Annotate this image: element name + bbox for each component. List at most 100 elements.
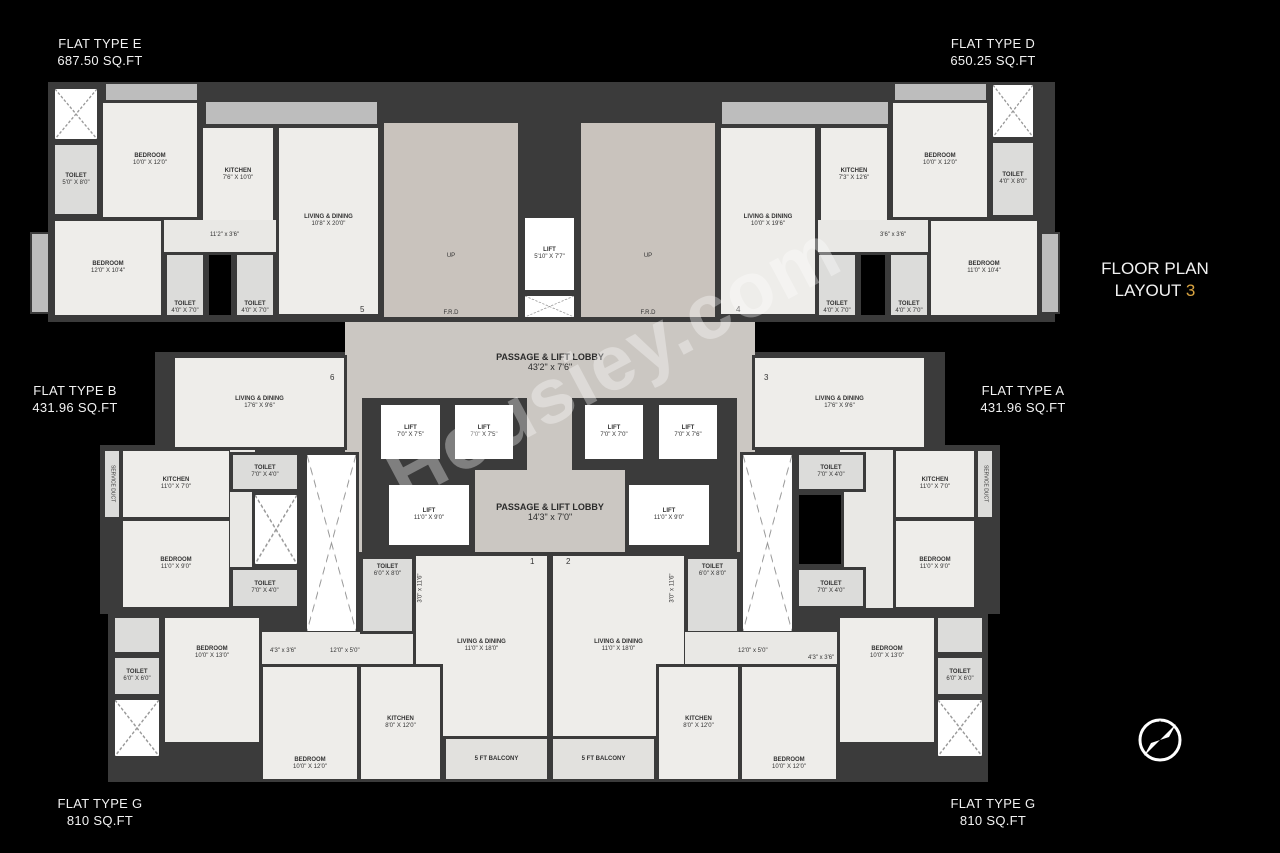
service-duct: SERVICE DUCT (975, 448, 995, 520)
flat-area: 810 SQ.FT (959, 813, 1027, 828)
room-name: TOILET (254, 581, 276, 587)
room-name: LIFT (681, 425, 695, 431)
room-name: KITCHEN (840, 168, 868, 174)
door-number: 4 (736, 305, 741, 314)
open-shaft (740, 452, 795, 634)
room-dimensions: 7'0" X 4'0" (817, 472, 845, 478)
room-name: LIVING & DINING (235, 395, 284, 402)
room-dimensions: 8'0" X 12'0" (683, 723, 714, 729)
passage-dims: 12'0" x 5'0" (330, 648, 360, 654)
room-dimensions: 7'0" X 7'5" (396, 432, 425, 438)
room-name: TOILET (826, 301, 848, 307)
window (720, 100, 890, 126)
lobby-small-floor (475, 470, 625, 552)
room-dimensions: 11'0" X 9'0" (653, 515, 685, 521)
room-dimensions: 10'0" X 13'0" (195, 653, 229, 659)
door-number: 1 (530, 557, 535, 566)
room-dimensions: 11'0" X 9'0" (919, 564, 951, 570)
room-name: KITCHEN (224, 168, 252, 174)
label: UP (643, 253, 653, 259)
duct-shaft (112, 697, 162, 759)
room-name: LIFT (607, 425, 621, 431)
room-name: BEDROOM (196, 646, 228, 652)
room-name: LIFT (662, 508, 676, 514)
room-name: BEDROOM (160, 557, 192, 563)
room-name: BEDROOM (871, 646, 903, 652)
room-dimensions: 10'0" X 12'0" (133, 160, 167, 166)
duct-shaft (935, 697, 985, 759)
room-dimensions: 12'0" X 10'4" (91, 268, 125, 274)
flat-area: 431.96 SQ.FT (980, 400, 1066, 415)
duct-shaft (522, 293, 577, 320)
room-dimensions: 8'0" X 12'0" (385, 723, 416, 729)
label: UP (446, 253, 456, 259)
label: F.R.D (443, 310, 459, 316)
room-name: TOILET (244, 301, 266, 307)
door-number: 6 (330, 373, 335, 382)
room-dimensions: 6'0" X 8'0" (373, 571, 402, 577)
window (204, 100, 379, 126)
void (796, 492, 844, 567)
room-dimensions: 11'0" X 7'0" (160, 484, 192, 490)
label: F.R.D (640, 310, 656, 316)
flat-area: 810 SQ.FT (66, 813, 134, 828)
flat-area: 431.96 SQ.FT (32, 400, 118, 415)
staircase-right: UP F.R.D (578, 120, 718, 320)
room-name: TOILET (701, 564, 724, 570)
flat-g-left-label: FLAT TYPE G 810 SQ.FT (45, 795, 155, 829)
room-dimensions: 17'6" X 9'6" (824, 402, 855, 409)
flat-type: FLAT TYPE A (981, 383, 1065, 398)
duct-shaft (990, 82, 1036, 140)
flat-area: 650.25 SQ.FT (950, 53, 1036, 68)
room-dimensions: 11'0" X 10'4" (967, 268, 1001, 274)
compass-icon (1135, 715, 1185, 765)
room-dimensions: 4'0" X 7'0" (895, 308, 923, 314)
staircase-left: UP F.R.D (381, 120, 521, 320)
title-line2: LAYOUT (1114, 281, 1182, 300)
room-name: TOILET (254, 465, 276, 471)
room-dimensions: 11'0" X 9'0" (413, 515, 445, 521)
flat-area: 687.50 SQ.FT (57, 53, 143, 68)
room-dimensions: 11'0" X 18'0" (464, 646, 499, 652)
room-name: LIFT (404, 425, 417, 431)
flat-type: FLAT TYPE B (33, 383, 117, 398)
room-name: BEDROOM (134, 153, 166, 159)
flat-type: FLAT TYPE G (57, 796, 143, 811)
room-dimensions: 6'0" X 8'0" (698, 571, 727, 577)
room-name: KITCHEN (921, 477, 949, 483)
void (858, 252, 888, 318)
room-name: LIVING & DINING (594, 639, 643, 645)
room-dimensions: 10'0" X 13'0" (870, 653, 904, 659)
room-name: TOILET (1002, 172, 1024, 178)
room-dimensions: 5'10" X 7'7" (534, 254, 565, 260)
void (206, 252, 234, 318)
room-name: BEDROOM (92, 261, 124, 267)
room-dimensions: 7'0" X 7'5" (470, 432, 498, 438)
room-name: BEDROOM (294, 757, 326, 763)
room-dimensions: 10'0" X 12'0" (293, 764, 327, 770)
